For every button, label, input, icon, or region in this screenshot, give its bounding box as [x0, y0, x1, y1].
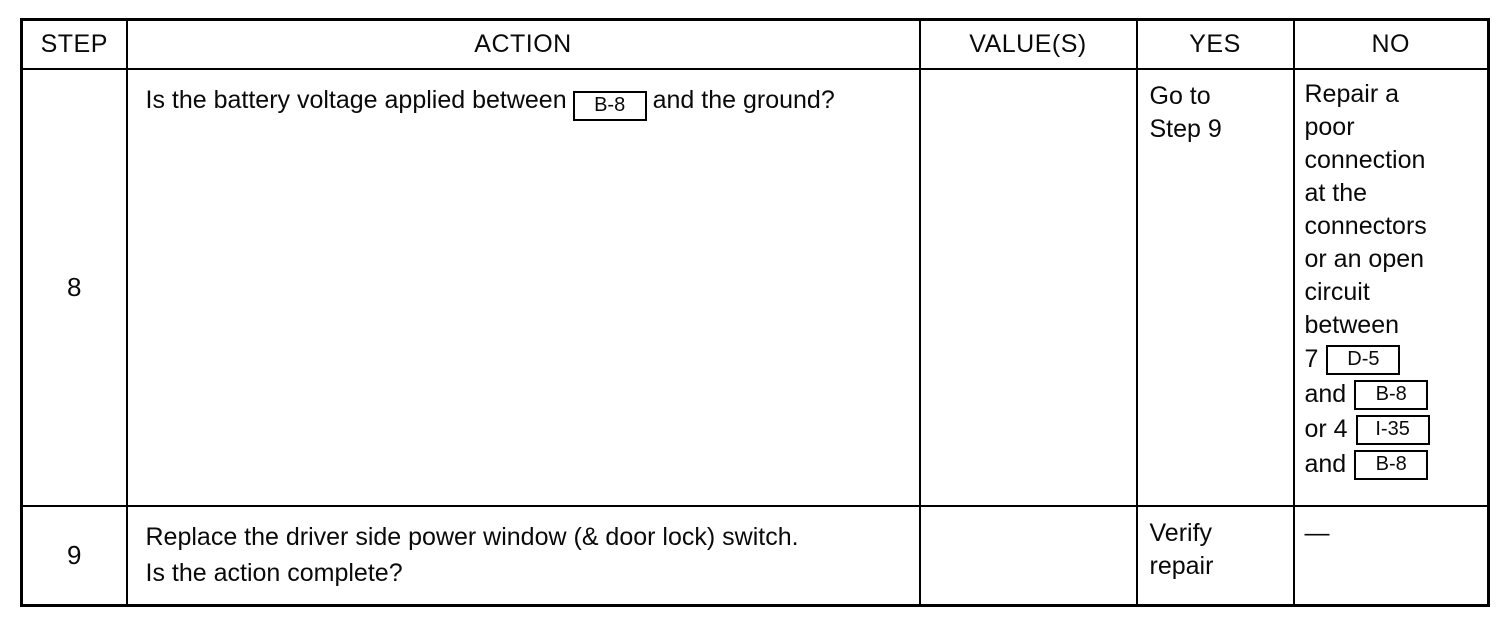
- no-dash: —: [1304, 519, 1330, 547]
- no-connector-line: and B-8: [1305, 377, 1484, 412]
- yes-text-line: repair: [1149, 552, 1214, 580]
- no-text-line: circuit: [1304, 278, 1370, 306]
- action-text-pre: Is the battery voltage applied between: [145, 86, 567, 114]
- no-text-pre: or 4: [1304, 415, 1348, 443]
- no-text-line: Repair a: [1304, 80, 1400, 108]
- action-text-post: and the ground?: [652, 86, 835, 114]
- col-header-values: VALUE(S): [918, 18, 1138, 70]
- no-cell-step-9: —: [1292, 505, 1490, 606]
- connector-ref-box: B-8: [1354, 379, 1429, 410]
- yes-text-line: Go to: [1149, 82, 1211, 110]
- no-connector-line: or 4 I-35: [1305, 412, 1484, 447]
- no-text-line: connectors: [1304, 212, 1427, 240]
- no-text-line: between: [1304, 311, 1400, 339]
- action-cell-step-9: Replace the driver side power window (& …: [125, 505, 921, 606]
- troubleshooting-table: STEP ACTION VALUE(S) YES NO 8 Is the bat…: [20, 18, 1490, 607]
- table-row-step-8: 8 Is the battery voltage applied between…: [20, 68, 1490, 507]
- step-number-8: 8: [20, 68, 128, 507]
- no-text-pre: and: [1304, 450, 1347, 478]
- yes-cell-step-9: Verify repair: [1135, 505, 1295, 606]
- yes-text-line: Step 9: [1149, 115, 1222, 143]
- connector-label: B-8: [1375, 382, 1407, 405]
- no-text-line: at the: [1304, 179, 1368, 207]
- no-text-pre: and: [1304, 380, 1347, 408]
- connector-label: B-8: [1375, 452, 1407, 475]
- step-number-9: 9: [20, 505, 128, 606]
- connector-label: B-8: [594, 94, 626, 116]
- no-text-line: connection: [1304, 146, 1426, 174]
- connector-ref-box: D-5: [1326, 344, 1401, 375]
- action-text-line: Is the action complete?: [145, 559, 403, 587]
- no-text-line: or an open: [1304, 245, 1425, 273]
- no-connector-line: and B-8: [1305, 447, 1484, 482]
- connector-ref-box: I-35: [1355, 414, 1430, 445]
- values-cell-step-8: [918, 68, 1138, 507]
- no-connector-line: 7 D-5: [1305, 342, 1484, 377]
- table-row-step-9: 9 Replace the driver side power window (…: [20, 505, 1490, 606]
- col-header-step: STEP: [20, 18, 128, 70]
- connector-ref-box: B-8: [1354, 449, 1429, 480]
- no-cell-step-8: Repair a poor connection at the connecto…: [1292, 68, 1490, 507]
- col-header-action: ACTION: [125, 18, 921, 70]
- action-cell-step-8: Is the battery voltage applied between B-…: [125, 68, 921, 507]
- col-header-no: NO: [1292, 18, 1490, 70]
- values-cell-step-9: [918, 505, 1138, 606]
- connector-label: I-35: [1375, 417, 1410, 440]
- header-row: STEP ACTION VALUE(S) YES NO: [20, 18, 1490, 70]
- col-header-yes: YES: [1135, 18, 1295, 70]
- no-text-pre: 7: [1304, 345, 1319, 373]
- action-text-line: Replace the driver side power window (& …: [145, 523, 799, 551]
- yes-text-line: Verify: [1149, 519, 1213, 547]
- no-text-line: poor: [1304, 113, 1355, 141]
- connector-ref-box: B-8: [572, 91, 647, 121]
- connector-label: D-5: [1347, 347, 1380, 370]
- yes-cell-step-8: Go to Step 9: [1135, 68, 1295, 507]
